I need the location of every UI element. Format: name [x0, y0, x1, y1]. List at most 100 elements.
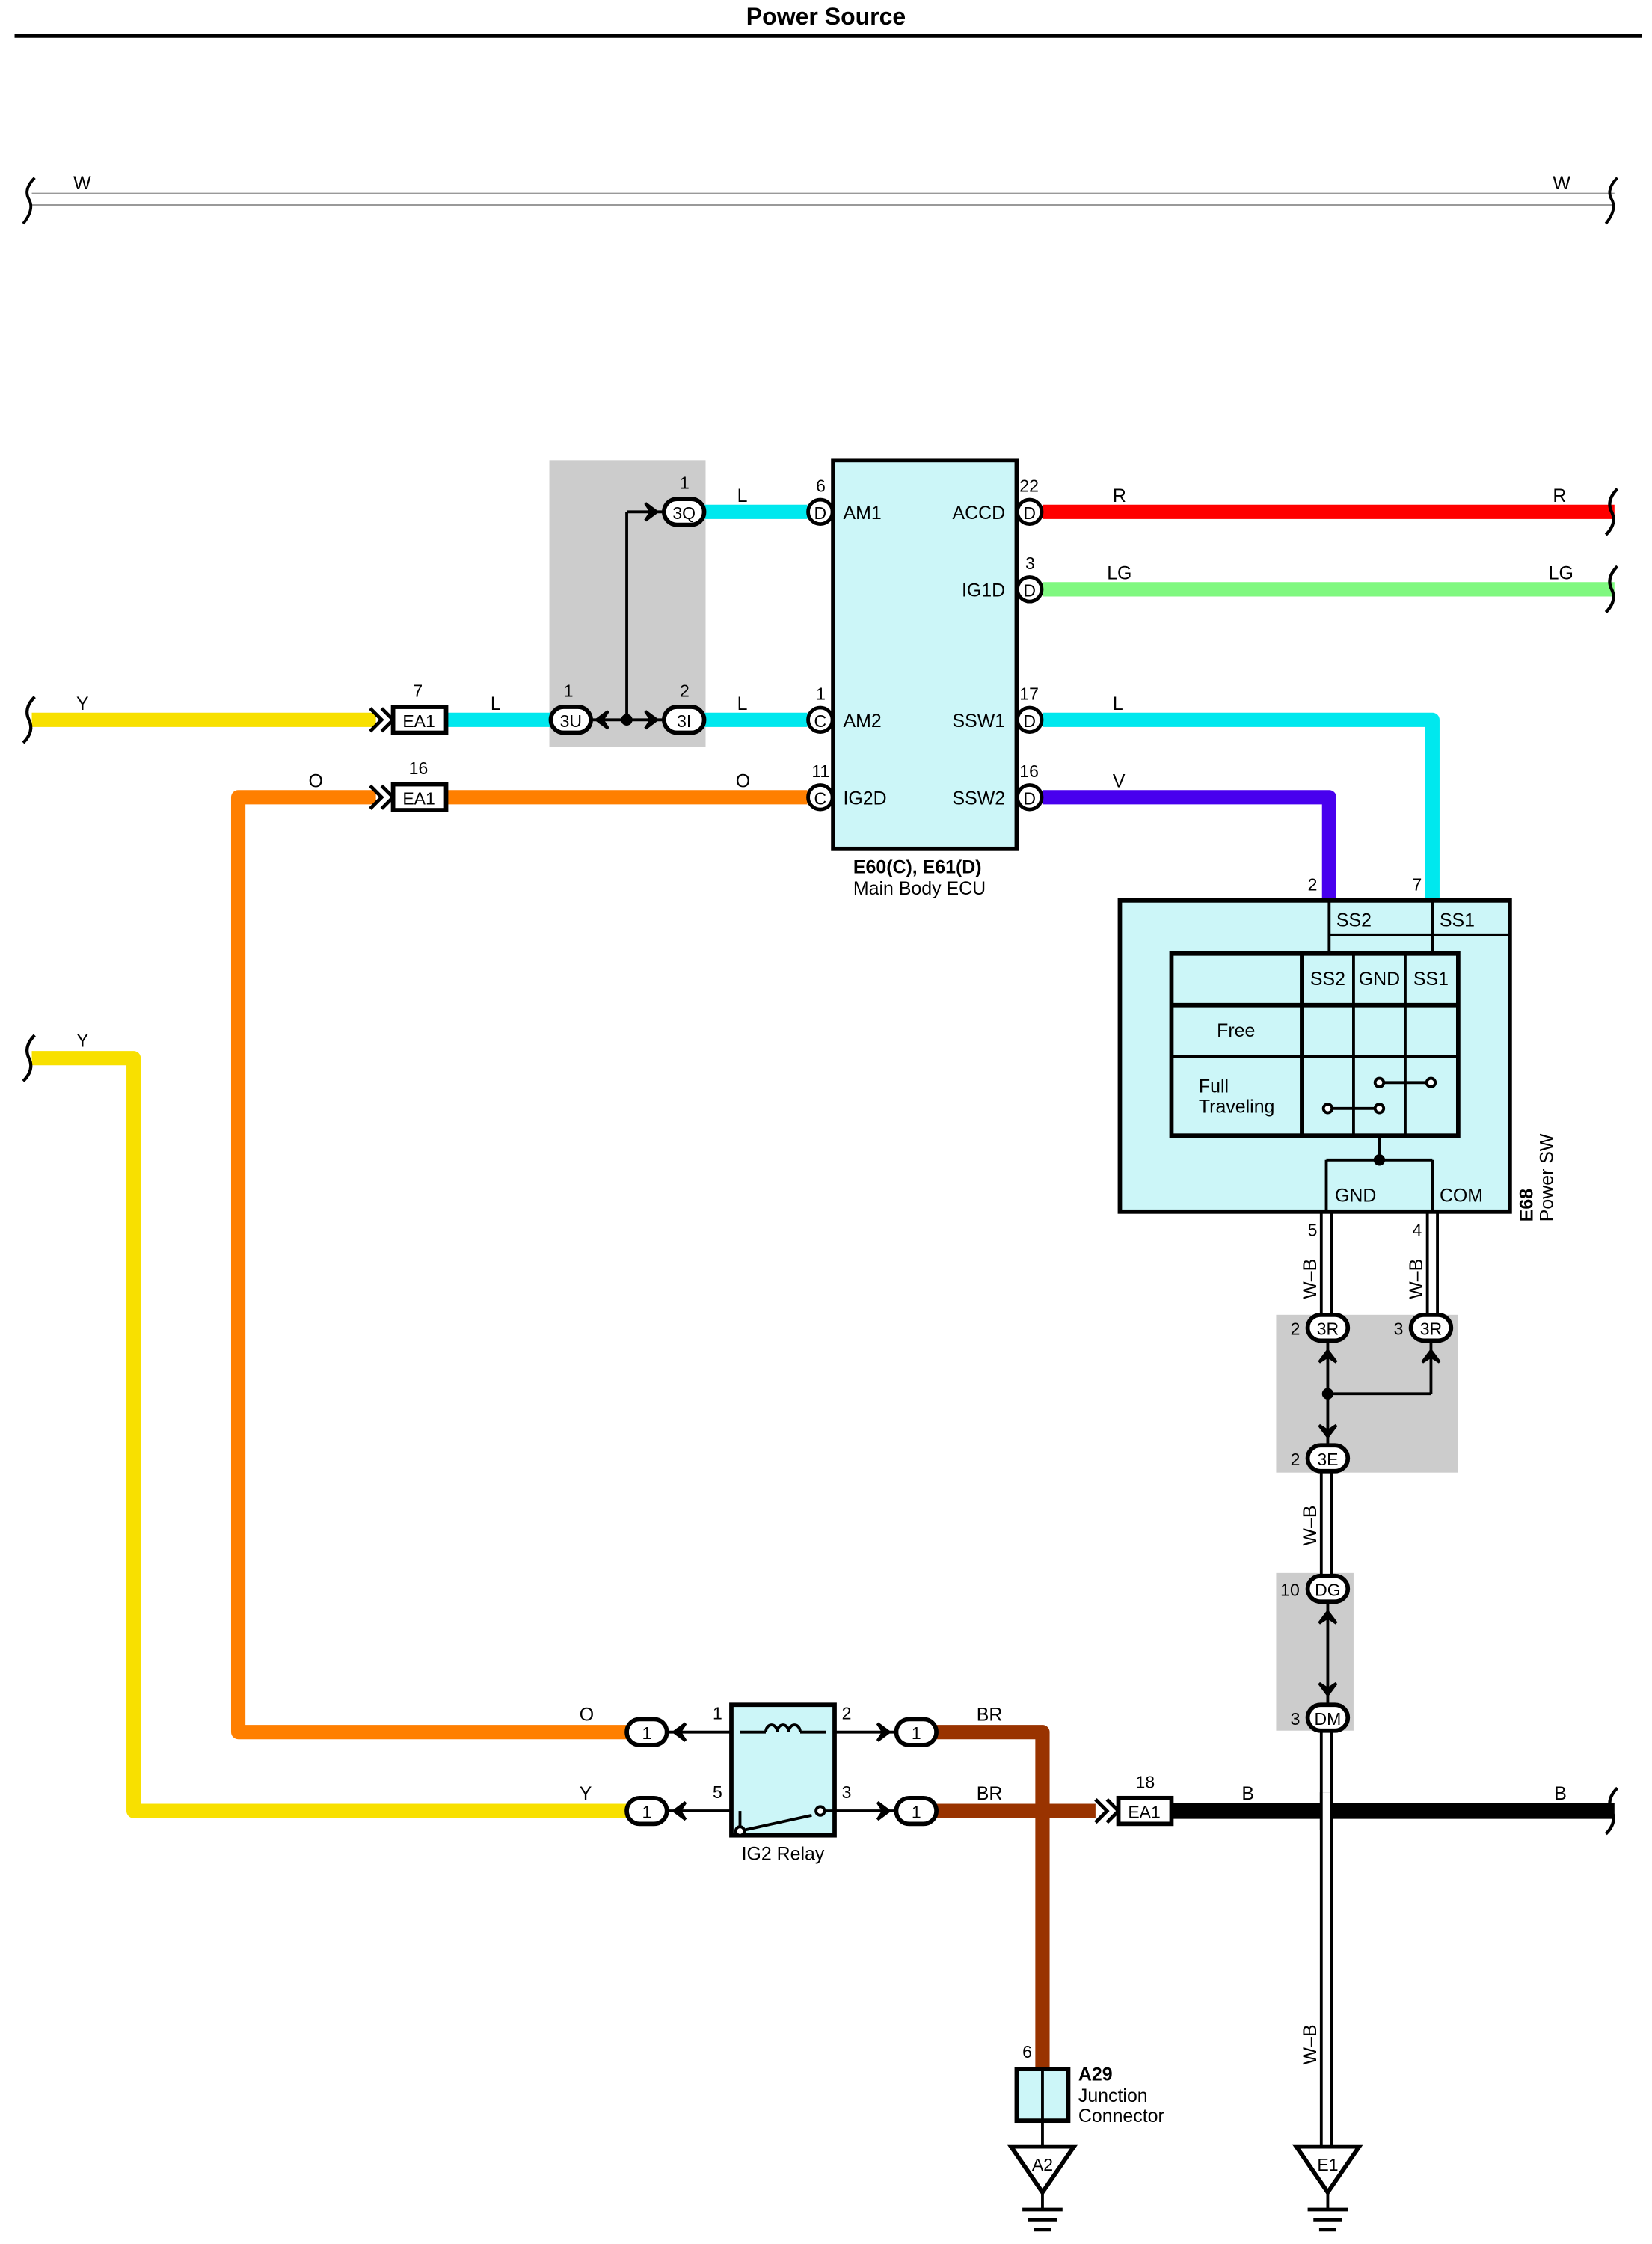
junction-connector: 6 A29 Junction Connector — [1014, 2042, 1164, 2147]
wire-label-w-left: W — [73, 173, 91, 194]
page-title: Power Source — [746, 3, 906, 30]
sw-com: COM — [1440, 1185, 1483, 1206]
wire-v-ssw2 — [1042, 790, 1336, 901]
ecu-pin-ig2d: IG2D — [844, 788, 887, 809]
ecu-num-ig2d: 11 — [811, 761, 829, 781]
relay-pin-3: 3 — [842, 1782, 852, 1802]
conn-3q-num: 1 — [680, 473, 690, 493]
label-o-left: O — [308, 770, 322, 791]
ecu-conn-am2: C — [814, 711, 827, 731]
ground-e1: E1 — [1292, 2144, 1364, 2232]
relay-pin-5: 5 — [713, 1782, 722, 1802]
label-l-3i: L — [737, 693, 748, 714]
junction-pin: 6 — [1022, 2042, 1032, 2061]
sw-table-header-ss1: SS1 — [1413, 969, 1449, 990]
ecu-pin-am1: AM1 — [844, 503, 882, 524]
sw-com-num: 4 — [1413, 1220, 1422, 1239]
ecu-conn-am1: D — [814, 503, 827, 523]
label-wb-com: W–B — [1406, 1259, 1427, 1299]
sw-table-row-full: Full — [1199, 1076, 1229, 1097]
ground-a2: A2 — [1007, 2144, 1078, 2232]
sw-table-header-gnd: GND — [1359, 969, 1400, 990]
ecu-num-ig1d: 3 — [1025, 554, 1035, 573]
sw-table-header-ss2: SS2 — [1310, 969, 1345, 990]
relay-pin-1: 1 — [713, 1703, 722, 1723]
wire-label-w-right: W — [1553, 173, 1570, 194]
label-l-ea1: L — [491, 693, 501, 714]
ig2-relay: 1 1 1 1 1 5 2 3 IG2 Relay — [624, 1702, 939, 1864]
wire-br-top — [935, 1725, 1050, 2071]
ground-a2-label: A2 — [1032, 2155, 1053, 2174]
relay-conn-1-y: 1 — [642, 1803, 651, 1822]
ecu-conn-ssw2: D — [1023, 788, 1036, 808]
ea1-top: EA1 7 — [369, 681, 449, 735]
ecu-conn-ig1d: D — [1023, 580, 1036, 600]
conn-3i: 3I — [677, 711, 691, 731]
w-bus: W W — [22, 173, 1619, 225]
conn-3r-right-num: 3 — [1394, 1319, 1404, 1339]
label-b-right: B — [1554, 1783, 1567, 1804]
power-sw: SS2 SS1 SS2 GND SS1 Free Full Traveling … — [1117, 874, 1557, 1239]
conn-3e-num: 2 — [1291, 1450, 1301, 1469]
junction-code: A29 — [1078, 2064, 1113, 2085]
wire-breaks — [22, 488, 1619, 1836]
label-lg-left: LG — [1107, 562, 1131, 583]
ecu-num-am1: 6 — [816, 476, 826, 496]
label-wb-low: W–B — [1300, 2024, 1321, 2064]
junction-name-1: Junction — [1078, 2085, 1148, 2106]
sw-name: Power SW — [1536, 1133, 1557, 1221]
ecu-pin-ssw1: SSW1 — [953, 711, 1006, 732]
label-l-ssw1: L — [1113, 693, 1123, 714]
label-r-right: R — [1553, 485, 1566, 506]
label-l-3q: L — [737, 485, 748, 506]
label-wb-gnd: W–B — [1300, 1259, 1321, 1299]
splice-mid: 3R 3R 3E 2 3 2 — [1291, 1312, 1454, 1474]
sw-code: E68 — [1517, 1189, 1538, 1221]
sw-gnd-num: 5 — [1308, 1220, 1318, 1239]
sw-table-row-traveling: Traveling — [1199, 1097, 1275, 1118]
conn-3q: 3Q — [672, 503, 696, 523]
conn-dm-num: 3 — [1291, 1709, 1301, 1729]
ea1-top-label: EA1 — [402, 711, 435, 731]
ea1-bottom-label: EA1 — [1128, 1803, 1160, 1822]
label-br-top: BR — [977, 1704, 1003, 1725]
sw-ss1-num: 7 — [1413, 874, 1422, 894]
ecu-pin-ig1d: IG1D — [962, 580, 1005, 601]
wires — [31, 504, 1615, 2151]
splice-top: 3Q 3U 3I 1 1 2 — [548, 473, 707, 735]
ecu-pin-ssw2: SSW2 — [953, 788, 1006, 809]
ecu-conn-accd: D — [1023, 503, 1036, 523]
sw-ss2: SS2 — [1336, 910, 1372, 931]
sw-ss1: SS1 — [1440, 910, 1475, 931]
ecu-num-accd: 22 — [1019, 476, 1039, 496]
ecu-pin-accd: ACCD — [953, 503, 1006, 524]
conn-dg-num: 10 — [1280, 1581, 1300, 1600]
relay-pin-2: 2 — [842, 1703, 852, 1723]
relay-name: IG2 Relay — [742, 1843, 825, 1864]
conn-3u: 3U — [560, 711, 582, 731]
label-y-top: Y — [76, 693, 89, 714]
label-r-left: R — [1113, 485, 1126, 506]
ecu-num-am2: 1 — [816, 684, 826, 703]
ea1-top-num: 7 — [413, 681, 423, 701]
label-wb-mid: W–B — [1300, 1505, 1321, 1545]
main-body-ecu: AM1 AM2 IG2D ACCD IG1D SSW1 SSW2 D C C D… — [806, 458, 1044, 899]
splice-low: DG DM 10 3 — [1280, 1573, 1351, 1733]
ecu-conn-ig2d: C — [814, 788, 827, 808]
label-b-left: B — [1241, 1783, 1254, 1804]
ea1-connectors: EA1 7 EA1 16 EA1 18 — [369, 681, 1174, 1827]
ea1-mid: EA1 16 — [369, 758, 449, 812]
relay-conn-1-o: 1 — [642, 1723, 651, 1743]
ecu-code: E60(C), E61(D) — [853, 856, 982, 877]
sw-gnd: GND — [1335, 1185, 1376, 1206]
wire-labels: Y L L L O O R R LG LG L V Y O Y BR BR B … — [76, 485, 1573, 2064]
relay-conn-1-br-bottom: 1 — [912, 1803, 921, 1822]
ea1-bottom-num: 18 — [1136, 1772, 1155, 1791]
label-br-bottom: BR — [977, 1783, 1003, 1804]
relay-conn-1-br-top: 1 — [912, 1723, 921, 1743]
wire-o-long — [230, 790, 631, 1740]
conn-3r-left: 3R — [1317, 1319, 1339, 1339]
wire-l-ssw1 — [1042, 712, 1440, 901]
ea1-mid-label: EA1 — [402, 788, 435, 808]
